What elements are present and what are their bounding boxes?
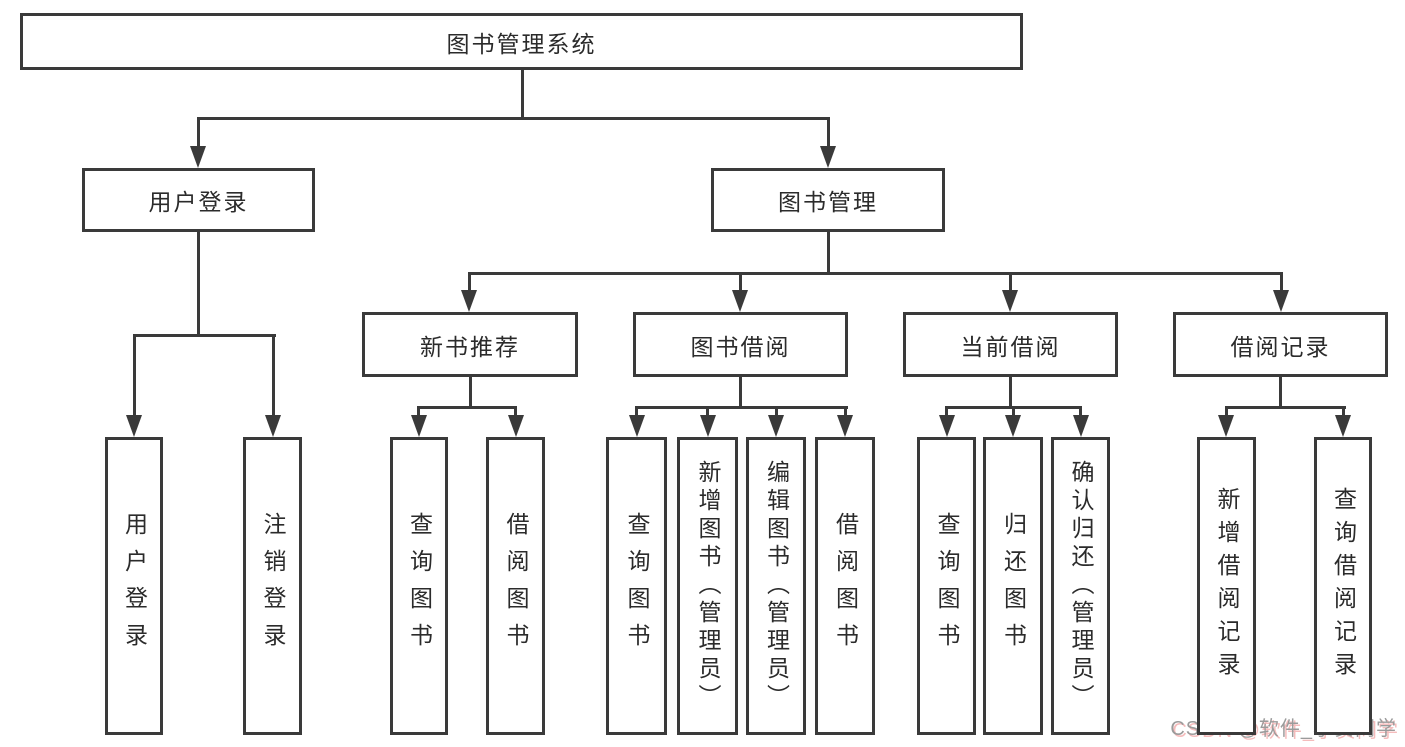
connector-line [132, 334, 276, 337]
arrowhead-down-icon [1002, 290, 1018, 312]
arrowhead-down-icon [820, 146, 836, 168]
arrowhead-down-icon [938, 415, 955, 437]
connector-line [1008, 377, 1012, 407]
connector-line [468, 377, 472, 408]
node-borrow-books-recommend: 借阅图书 [486, 437, 545, 735]
node-label-confirm-return-admin: 确认归还（管理员） [1068, 460, 1094, 712]
arrowhead-down-icon [1072, 415, 1089, 437]
arrowhead-down-icon [837, 415, 853, 437]
arrowhead-down-icon [126, 415, 142, 437]
node-label-borrow-books-recommend: 借阅图书 [503, 512, 529, 660]
node-label-query-books-recommend: 查询图书 [406, 512, 433, 660]
node-query-books-current: 查询图书 [917, 437, 976, 735]
node-label-user-login: 用户登录 [148, 189, 249, 215]
connector-line [417, 405, 420, 420]
connector-line [467, 271, 471, 296]
node-label-borrowing-records: 借阅记录 [1230, 333, 1331, 360]
node-label-book-management: 图书管理 [778, 189, 878, 215]
connector-line [520, 70, 524, 118]
arrowhead-down-icon [1335, 415, 1351, 437]
node-edit-book-admin: 编辑图书（管理员） [746, 437, 806, 735]
arrowhead-down-icon [732, 290, 748, 312]
connector-line [774, 405, 778, 420]
node-leaf-user-login: 用户登录 [105, 437, 163, 735]
connector-line [467, 271, 1283, 275]
connector-line [271, 334, 275, 419]
node-borrow-books-borrow: 借阅图书 [815, 437, 875, 735]
arrowhead-down-icon [190, 146, 206, 168]
arrowhead-down-icon [768, 415, 784, 437]
node-book-borrowing: 图书借阅 [633, 312, 848, 377]
connector-line [196, 232, 200, 337]
node-label-new-book-recommendation: 新书推荐 [420, 333, 520, 360]
connector-line [1224, 405, 1346, 409]
node-label-query-borrow-record: 查询借阅记录 [1330, 487, 1357, 685]
connector-line [1279, 271, 1283, 296]
arrowhead-down-icon [265, 415, 281, 437]
node-label-leaf-logout: 注销登录 [260, 512, 286, 660]
node-label-query-books-borrow: 查询图书 [624, 512, 650, 660]
connector-line [1079, 405, 1082, 420]
connector-line [635, 405, 848, 409]
connector-line [1278, 377, 1282, 407]
node-label-query-books-current: 查询图书 [934, 512, 960, 660]
connector-line [132, 334, 136, 419]
node-add-book-admin: 新增图书（管理员） [677, 437, 738, 735]
node-label-add-borrow-record: 新增借阅记录 [1214, 487, 1240, 685]
node-book-management: 图书管理 [711, 168, 945, 232]
node-label-return-book: 归还图书 [1000, 512, 1027, 660]
node-label-add-book-admin: 新增图书（管理员） [695, 460, 721, 712]
arrowhead-down-icon [1273, 290, 1289, 312]
node-user-login: 用户登录 [82, 168, 315, 232]
connector-line [1341, 405, 1345, 420]
node-new-book-recommendation: 新书推荐 [362, 312, 578, 377]
connector-line [843, 405, 847, 420]
arrowhead-down-icon [507, 415, 524, 437]
connector-line [826, 116, 830, 152]
arrowhead-down-icon [461, 290, 477, 312]
node-label-leaf-user-login: 用户登录 [121, 512, 148, 660]
node-query-books-recommend: 查询图书 [390, 437, 448, 735]
connector-line [417, 405, 517, 409]
node-confirm-return-admin: 确认归还（管理员） [1051, 437, 1110, 735]
arrowhead-down-icon [699, 415, 716, 437]
connector-line [1008, 271, 1012, 296]
connector-line [1224, 405, 1228, 420]
connector-line [514, 405, 517, 420]
node-label-book-borrowing: 图书借阅 [690, 333, 791, 360]
node-borrowing-records: 借阅记录 [1173, 312, 1388, 377]
node-query-books-borrow: 查询图书 [606, 437, 667, 735]
node-label-current-borrowing: 当前借阅 [960, 333, 1061, 360]
arrowhead-down-icon [1005, 415, 1021, 437]
connector-line [196, 116, 200, 152]
connector-line [1011, 405, 1015, 420]
connector-line [826, 232, 830, 275]
node-return-book: 归还图书 [983, 437, 1043, 735]
node-leaf-logout: 注销登录 [243, 437, 302, 735]
connector-line [945, 405, 948, 420]
node-label-root: 图书管理系统 [446, 30, 597, 57]
node-add-borrow-record: 新增借阅记录 [1197, 437, 1256, 735]
arrowhead-down-icon [410, 415, 427, 437]
connector-line [738, 271, 742, 296]
node-query-borrow-record: 查询借阅记录 [1314, 437, 1372, 735]
node-current-borrowing: 当前借阅 [903, 312, 1118, 377]
node-label-edit-book-admin: 编辑图书（管理员） [763, 460, 790, 712]
arrowhead-down-icon [1218, 415, 1234, 437]
arrowhead-down-icon [628, 415, 645, 437]
connector-line [738, 377, 742, 407]
node-root: 图书管理系统 [20, 13, 1023, 70]
node-label-borrow-books-borrow: 借阅图书 [832, 512, 859, 660]
connector-line [196, 116, 830, 120]
connector-line [635, 405, 638, 420]
connector-line [706, 405, 709, 420]
